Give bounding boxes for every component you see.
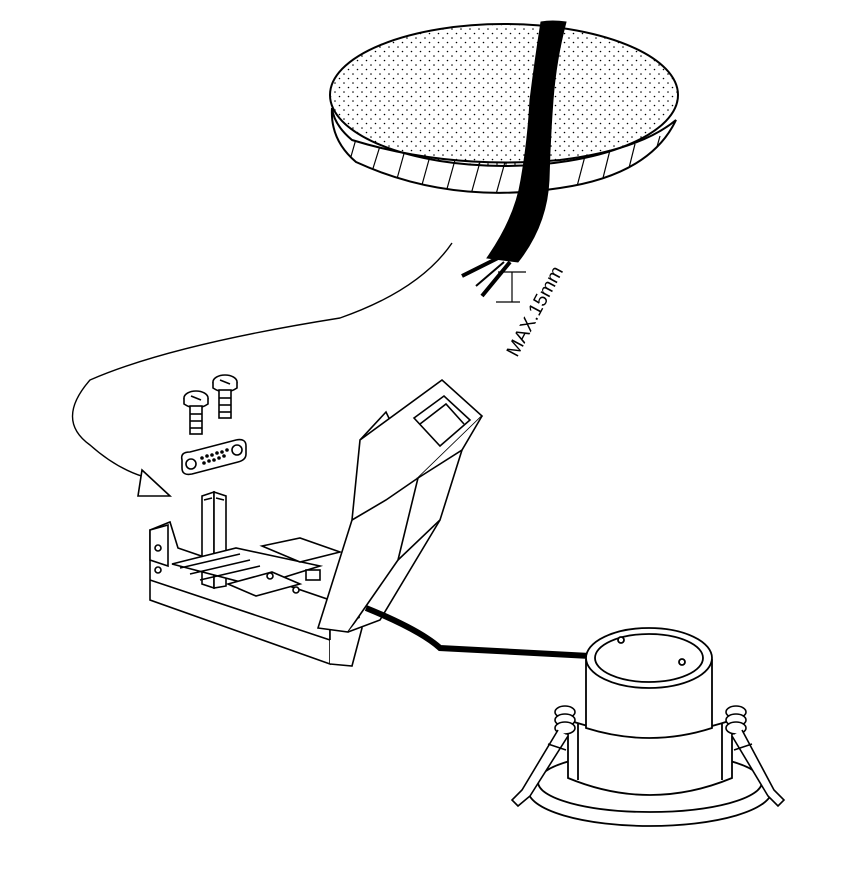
arrow-head [137, 468, 173, 497]
ceiling-cutout [329, 23, 679, 194]
wire-strip-dimension [496, 271, 526, 303]
stripped-wire-1 [461, 256, 499, 278]
supply-cable [461, 20, 567, 298]
junction-box [149, 490, 363, 667]
spring-clips [510, 705, 786, 808]
screw-right [212, 374, 238, 419]
ceiling-surface [329, 23, 679, 167]
insertion-arrow [71, 242, 453, 497]
junction-box-lid [316, 378, 484, 633]
terminal-screws [183, 374, 238, 435]
dimension-label: MAX.15mm [503, 263, 568, 360]
spring-clip-right [725, 705, 786, 808]
stripped-wire-2 [480, 260, 512, 298]
stripped-wire-3 [475, 261, 505, 287]
screw-left [183, 390, 209, 435]
cable-clamp [180, 438, 247, 476]
ceiling-edge [330, 107, 677, 194]
downlight-fixture [527, 627, 773, 827]
spring-clip-left [510, 705, 576, 808]
connection-cable [364, 605, 591, 659]
